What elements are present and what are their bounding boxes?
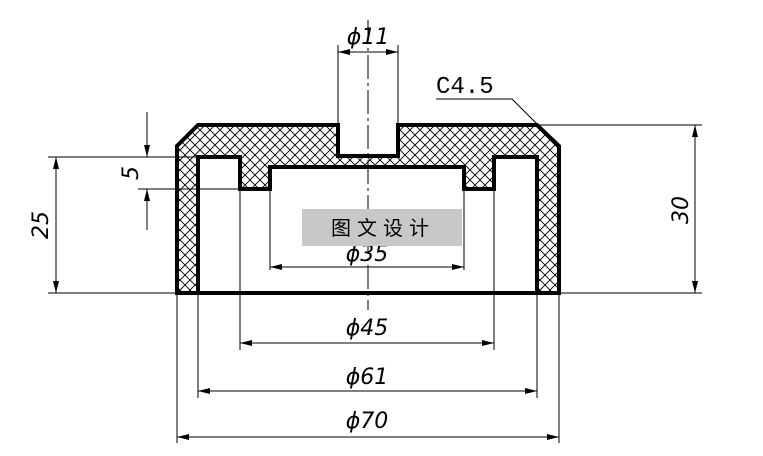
dim-d70: ϕ70: [346, 409, 389, 434]
dim-d11: ϕ11: [347, 25, 390, 50]
dim-h30: 30: [669, 196, 694, 224]
watermark-box: [302, 209, 462, 246]
dim-d35: ϕ35: [346, 242, 389, 267]
dimension-lines: [53, 49, 698, 440]
dim-h25: 25: [29, 211, 54, 239]
extension-lines: [48, 45, 702, 443]
dim-d45: ϕ45: [346, 316, 389, 341]
dim-d61: ϕ61: [346, 365, 389, 390]
watermark-text: 图文设计: [331, 216, 435, 240]
chamfer-leader: [436, 98, 547, 134]
section-body: [175, 123, 561, 295]
chamfer-label: C4.5: [436, 74, 494, 101]
dim-h5: 5: [119, 166, 144, 180]
